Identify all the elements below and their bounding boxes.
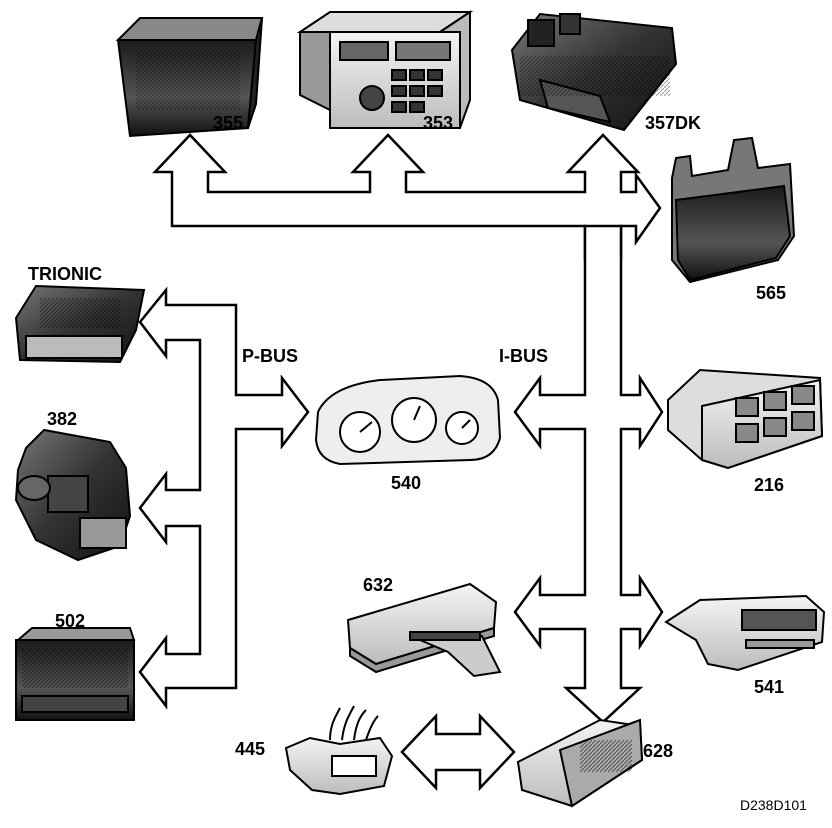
- arrow-i-bus-trunk: [513, 224, 664, 724]
- module-632: [346, 582, 502, 678]
- bus-arrows: [138, 133, 664, 792]
- label-502: 502: [55, 611, 86, 631]
- label-p-bus: P-BUS: [242, 346, 299, 366]
- label-i-bus: I-BUS: [499, 346, 548, 366]
- label-445: 445: [235, 739, 266, 759]
- module-382-abs: [14, 428, 132, 562]
- label-632: 632: [363, 575, 394, 595]
- module-357dk: [510, 12, 678, 132]
- module-353-radio: [296, 10, 474, 129]
- label-541: 541: [754, 677, 785, 697]
- label-355: 355: [213, 113, 244, 133]
- label-216: 216: [754, 475, 785, 495]
- module-216-panel: [667, 368, 824, 470]
- module-445-connector: [284, 705, 394, 796]
- module-628: [516, 718, 644, 808]
- label-trionic: TRIONIC: [28, 264, 102, 284]
- label-353: 353: [423, 113, 454, 133]
- label-628: 628: [643, 741, 674, 761]
- module-355-box: [115, 17, 264, 138]
- arrow-p-bus: [138, 286, 310, 710]
- label-357dk: 357DK: [645, 113, 702, 133]
- label-565: 565: [756, 283, 787, 303]
- module-541-display: [664, 594, 826, 672]
- label-540: 540: [391, 473, 422, 493]
- wire-bundle: [329, 705, 379, 741]
- module-trionic-ecu: [14, 284, 146, 364]
- figure-code: D238D101: [740, 797, 807, 813]
- module-502: [15, 627, 136, 721]
- module-565: [671, 136, 796, 284]
- arrow-diagnostic-link: [400, 712, 516, 792]
- label-382: 382: [47, 409, 78, 429]
- module-540-cluster: [314, 374, 502, 466]
